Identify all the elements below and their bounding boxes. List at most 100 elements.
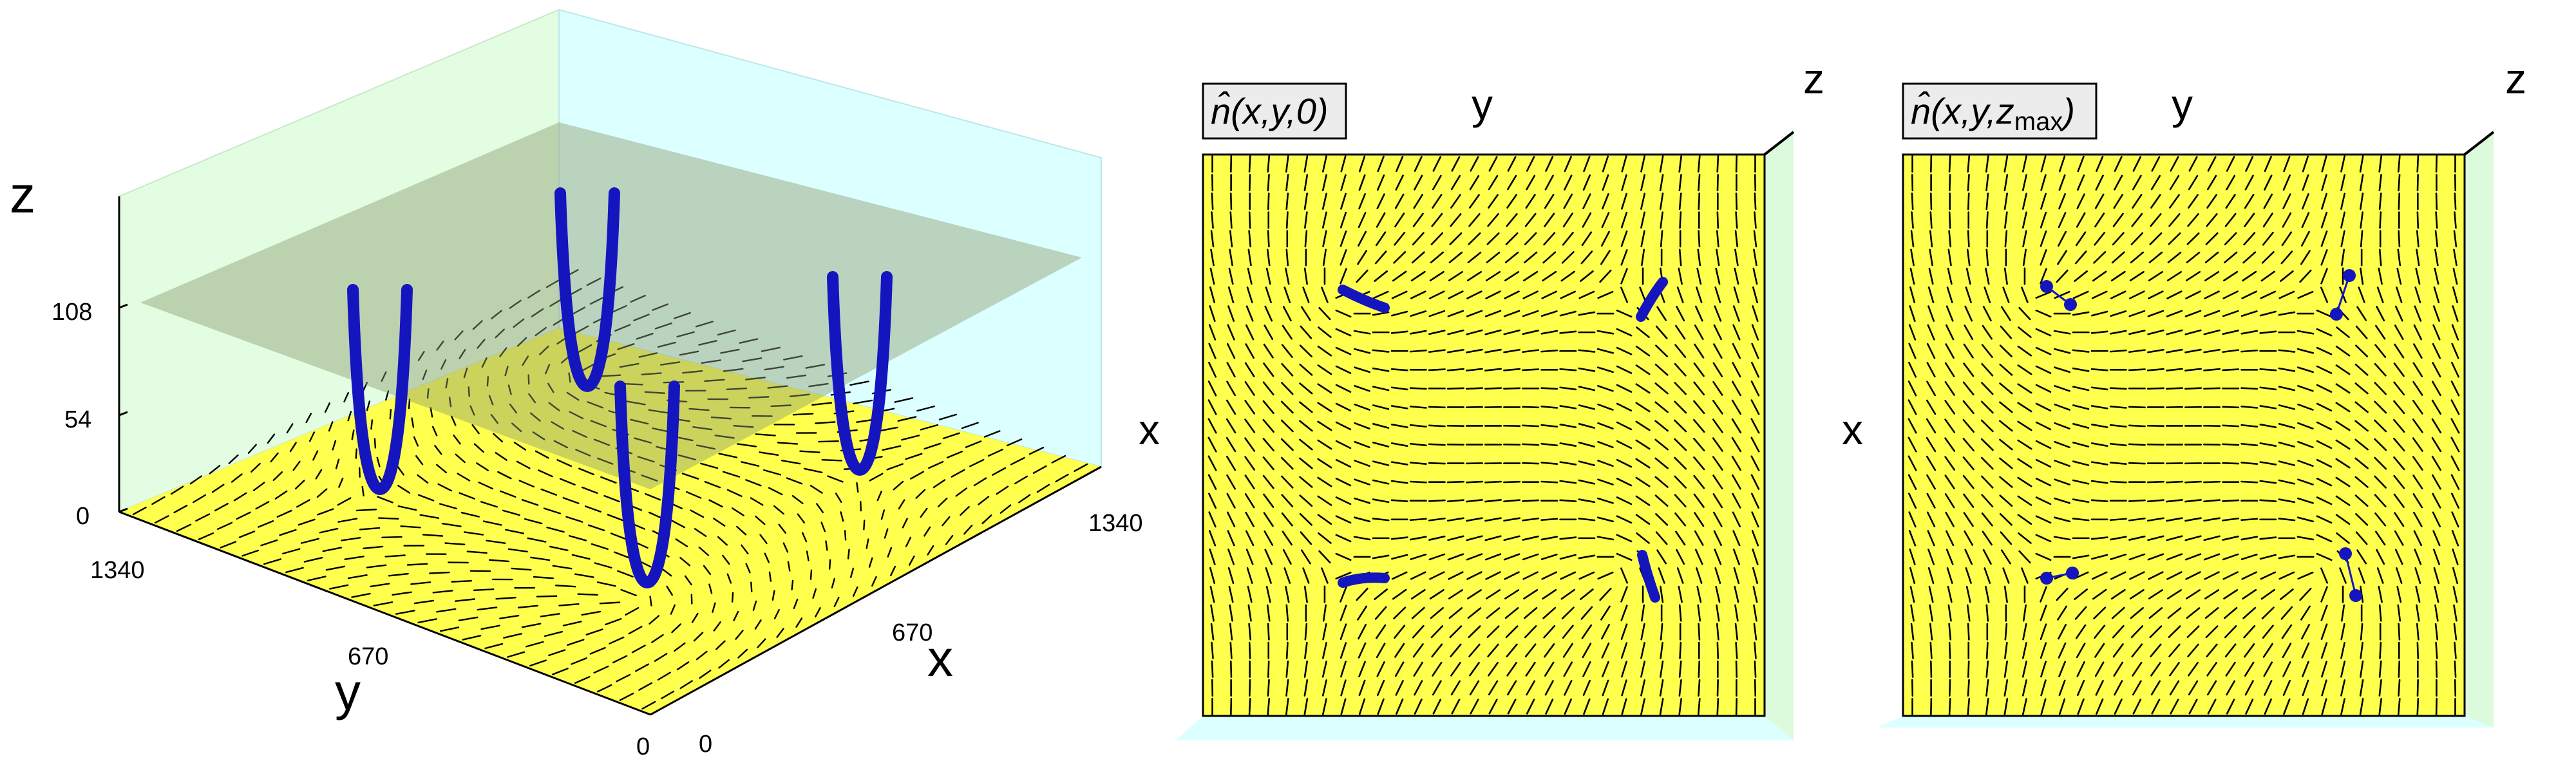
- director-segment: [1948, 641, 1951, 659]
- director-segment: [1713, 324, 1722, 341]
- director-segment: [2206, 194, 2217, 209]
- director-segment: [2035, 552, 2052, 561]
- floor-director-segment: [477, 339, 486, 349]
- director-segment: [1656, 306, 1667, 321]
- director-segment: [2240, 387, 2259, 390]
- director-segment: [1285, 698, 1289, 715]
- director-segment: [1226, 343, 1236, 359]
- floor-director-segment: [641, 700, 656, 710]
- director-segment: [1948, 623, 1952, 641]
- floor-director-segment: [781, 460, 801, 465]
- slice-z-axis-label: z: [1803, 55, 1824, 102]
- director-segment: [2359, 698, 2364, 715]
- director-segment: [1999, 476, 2013, 488]
- director-segment: [1564, 156, 1572, 173]
- director-segment: [2355, 512, 2369, 526]
- director-segment: [1578, 571, 1595, 580]
- floor-director-segment: [630, 418, 649, 425]
- director-segment: [1409, 424, 1427, 428]
- floor-director-segment: [484, 643, 504, 650]
- director-segment: [1304, 623, 1308, 641]
- x-tick-label-0: 0: [699, 731, 712, 758]
- director-segment: [2112, 643, 2124, 658]
- director-segment: [2090, 480, 2108, 484]
- director-segment: [2393, 474, 2405, 489]
- director-segment: [1410, 571, 1426, 580]
- floor-director-segment: [308, 431, 316, 442]
- director-segment: [1226, 455, 1236, 471]
- director-segment: [1732, 530, 1741, 547]
- director-segment: [1911, 193, 1914, 211]
- director-segment: [1540, 406, 1558, 409]
- director-segment: [2018, 550, 2031, 564]
- director-segment: [2316, 534, 2333, 543]
- director-segment: [2260, 588, 2276, 600]
- floor-director-segment: [555, 585, 576, 588]
- director-segment: [1358, 624, 1367, 640]
- floor-director-segment: [607, 514, 624, 521]
- director-segment: [1428, 535, 1446, 541]
- director-segment: [2002, 287, 2010, 303]
- director-segment: [1734, 249, 1739, 267]
- director-segment: [1354, 385, 1370, 392]
- director-segment: [1432, 680, 1442, 696]
- director-segment: [1564, 680, 1573, 696]
- director-segment: [1910, 230, 1915, 248]
- floor-director-segment: [737, 648, 748, 659]
- director-segment: [1679, 211, 1682, 229]
- director-segment: [1446, 499, 1464, 503]
- director-segment: [2340, 679, 2346, 697]
- floor-director-segment: [422, 534, 444, 537]
- director-segment: [1616, 309, 1633, 318]
- director-segment: [2188, 194, 2199, 209]
- defect-connector: [2344, 553, 2357, 596]
- director-segment: [1394, 661, 1405, 677]
- director-segment: [2360, 660, 2364, 678]
- director-segment: [1962, 474, 1975, 489]
- director-segment: [2040, 230, 2047, 247]
- director-segment: [1488, 662, 1499, 677]
- floor-director-segment: [395, 610, 415, 615]
- director-segment: [2147, 535, 2164, 541]
- director-segment: [2434, 249, 2439, 267]
- director-segment: [1982, 549, 1992, 565]
- director-segment: [2452, 305, 2459, 322]
- director-segment: [1340, 174, 1347, 191]
- director-segment: [1227, 530, 1235, 547]
- floor-director-segment: [488, 559, 510, 563]
- director-segment: [1209, 549, 1216, 565]
- director-segment: [1356, 269, 1368, 283]
- director-segment: [2416, 623, 2420, 641]
- floor-director-segment: [961, 422, 979, 429]
- director-segment: [2184, 553, 2202, 561]
- director-segment: [1469, 194, 1480, 209]
- director-segment: [1410, 270, 1426, 282]
- floor-director-segment: [693, 632, 704, 642]
- director-segment: [2283, 155, 2291, 173]
- director-segment: [1578, 498, 1596, 503]
- director-segment: [1947, 267, 1953, 285]
- director-segment: [1484, 329, 1502, 335]
- director-segment: [1409, 518, 1427, 521]
- director-segment: [1929, 604, 1933, 622]
- director-segment: [1597, 478, 1614, 485]
- director-segment: [1263, 512, 1274, 527]
- director-segment: [1466, 589, 1482, 599]
- floor-director-segment: [454, 330, 464, 341]
- director-segment: [2335, 458, 2351, 469]
- director-segment: [2278, 404, 2295, 410]
- floor-director-segment: [173, 505, 188, 514]
- director-segment: [1698, 193, 1701, 211]
- director-segment: [2096, 698, 2104, 715]
- director-segment: [2074, 588, 2088, 600]
- director-segment: [1524, 625, 1537, 639]
- director-segment: [1984, 567, 1991, 584]
- director-segment: [1303, 698, 1309, 715]
- x-axis-line: [650, 465, 1102, 716]
- director-segment: [1616, 421, 1633, 431]
- floor-director-segment: [274, 490, 288, 500]
- director-segment: [1754, 679, 1757, 697]
- director-segment: [1596, 536, 1615, 541]
- director-segment: [1317, 476, 1332, 487]
- director-segment: [1507, 699, 1517, 715]
